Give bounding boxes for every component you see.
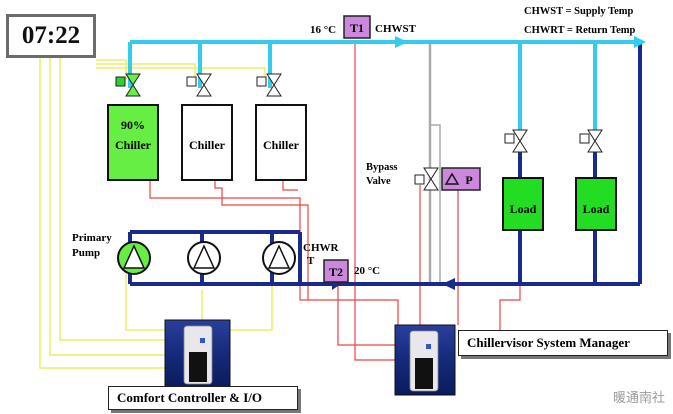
load-coil-1[interactable]: Load bbox=[502, 177, 544, 231]
load-coil-2[interactable]: Load bbox=[575, 177, 617, 231]
return-header-pipe bbox=[128, 42, 642, 286]
sensor-t2-temp: 20 °C bbox=[354, 265, 380, 277]
sensor-t2-label-2: T bbox=[307, 255, 315, 267]
sensor-t1[interactable]: T1 bbox=[343, 15, 371, 39]
pump-impeller-icon bbox=[267, 244, 291, 269]
dp-label: P bbox=[465, 173, 472, 187]
primary-pump-3[interactable] bbox=[262, 241, 296, 275]
sensor-t1-label: CHWST bbox=[375, 23, 417, 35]
legend-return: CHWRT = Return Temp bbox=[524, 25, 636, 36]
chiller-3-name: Chiller bbox=[263, 138, 300, 152]
legend-supply: CHWST = Supply Temp bbox=[524, 6, 634, 17]
differential-pressure-sensor[interactable]: P bbox=[441, 167, 481, 191]
pump-impeller-icon bbox=[192, 244, 216, 269]
legend: CHWST = Supply Temp CHWRT = Return Temp bbox=[524, 2, 635, 40]
pump-impeller-icon bbox=[122, 244, 146, 269]
supply-right-arrow bbox=[634, 36, 646, 48]
return-flow-arrow bbox=[442, 278, 455, 290]
primary-pump-label-2: Pump bbox=[72, 247, 100, 259]
chiller-2[interactable]: Chiller bbox=[181, 104, 233, 181]
load-2-label: Load bbox=[583, 202, 610, 216]
chiller-valve-3[interactable] bbox=[256, 73, 282, 97]
chiller-valve-2[interactable] bbox=[186, 73, 212, 97]
primary-pump-1[interactable] bbox=[117, 241, 151, 275]
load-valve-2[interactable] bbox=[579, 129, 603, 153]
chiller-3[interactable]: Chiller bbox=[255, 104, 307, 181]
primary-pump-label-1: Primary bbox=[72, 232, 112, 244]
sensor-t1-tag: T1 bbox=[350, 21, 364, 35]
comfort-controller-label: Comfort Controller & I/O bbox=[108, 386, 298, 410]
chiller-valve-1[interactable] bbox=[115, 73, 141, 97]
chiller-1[interactable]: 90% Chiller bbox=[107, 104, 159, 181]
sensor-t2-tag: T2 bbox=[329, 265, 343, 279]
chillervisor-label: Chillervisor System Manager bbox=[458, 330, 668, 356]
primary-pump-2[interactable] bbox=[187, 241, 221, 275]
supply-header-pipe bbox=[128, 40, 640, 140]
comfort-controller-device[interactable] bbox=[164, 319, 231, 389]
chiller-1-load: 90% bbox=[121, 118, 145, 132]
bypass-line bbox=[428, 42, 441, 284]
delta-icon bbox=[444, 172, 460, 185]
bypass-label-1: Bypass bbox=[366, 162, 398, 173]
sensor-t1-temp: 16 °C bbox=[310, 24, 336, 36]
load-valve-1[interactable] bbox=[504, 129, 528, 153]
watermark: 暖通南社 bbox=[612, 391, 665, 406]
clock-display: 07:22 bbox=[6, 14, 96, 58]
chiller-2-name: Chiller bbox=[189, 138, 226, 152]
sensor-t2-label-1: CHWR bbox=[303, 242, 340, 254]
control-wiring-red bbox=[149, 40, 521, 361]
supply-flow-arrow bbox=[395, 36, 408, 48]
load-1-label: Load bbox=[510, 202, 537, 216]
bypass-label-2: Valve bbox=[366, 176, 391, 187]
chiller-1-name: Chiller bbox=[115, 138, 152, 152]
control-wiring-yellow bbox=[39, 58, 273, 369]
chillervisor-device[interactable] bbox=[394, 324, 456, 396]
bypass-valve[interactable] bbox=[414, 167, 439, 191]
sensor-t2[interactable]: T2 bbox=[323, 259, 349, 283]
